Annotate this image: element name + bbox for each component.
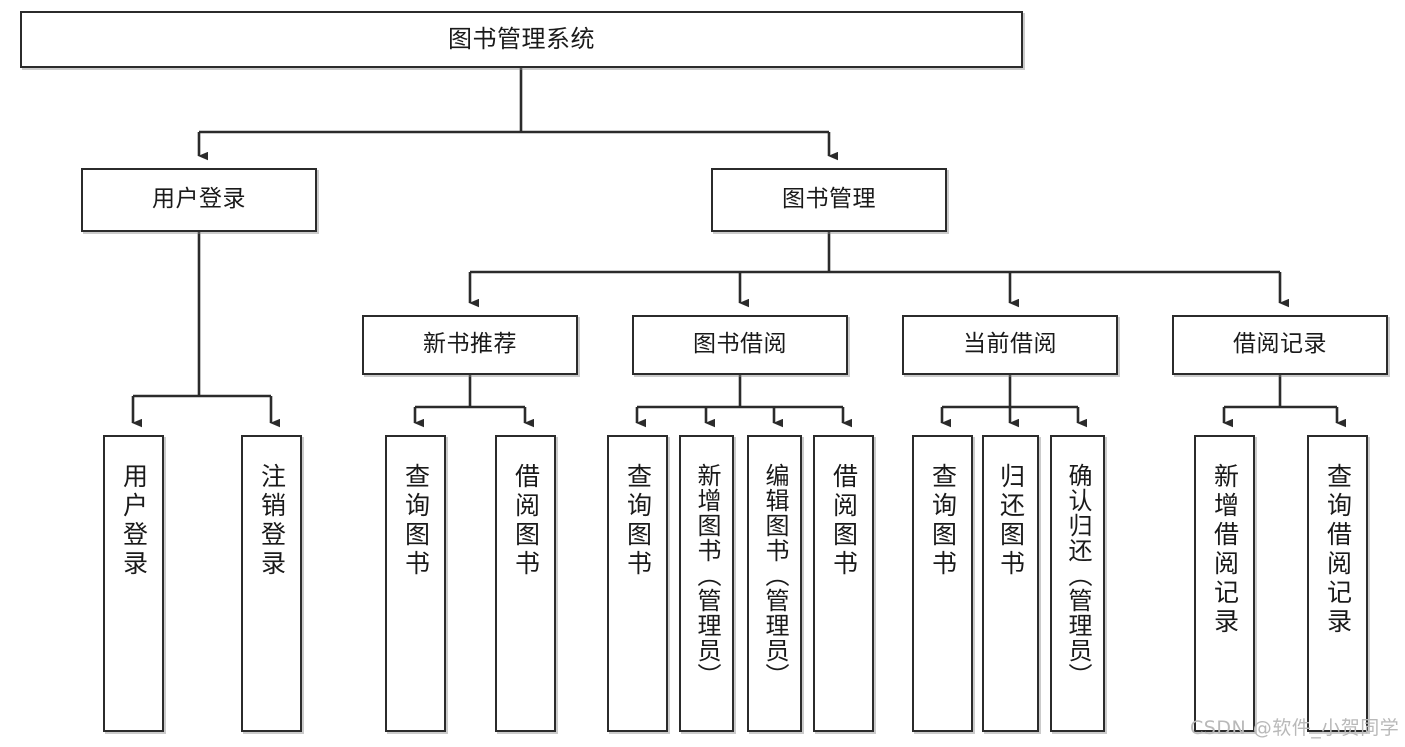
node-label: 查询图书 [623,463,653,579]
node-label: 图书管理系统 [448,25,595,54]
leaf-add-borrowing-record[interactable]: 新增借阅记录 [1194,435,1255,732]
node-label: 查询借阅记录 [1323,463,1353,637]
leaf-borrow-book-from-recommendation[interactable]: 借阅图书 [495,435,556,732]
node-label: 当前借阅 [963,331,1057,358]
node-label: 借阅记录 [1233,331,1327,358]
csdn-watermark: CSDN @软件_小贺同学 [1190,717,1400,739]
node-new-book-recommendation[interactable]: 新书推荐 [362,315,578,375]
node-label: 查询图书 [928,463,958,579]
node-label: 新书推荐 [423,331,517,358]
node-user-login[interactable]: 用户登录 [81,168,317,232]
node-label: 用户登录 [119,463,149,579]
leaf-edit-book-admin[interactable]: 编辑图书（管理员） [747,435,802,732]
leaf-logout[interactable]: 注销登录 [241,435,302,732]
node-label: 注销登录 [257,463,287,579]
leaf-user-login[interactable]: 用户登录 [103,435,164,732]
node-label: 新增图书（管理员） [692,463,721,688]
leaf-query-book-from-borrowing[interactable]: 查询图书 [607,435,668,732]
node-label: 查询图书 [401,463,431,579]
leaf-borrow-book-from-borrowing[interactable]: 借阅图书 [813,435,874,732]
node-label: 借阅图书 [511,463,541,579]
node-borrowing-record[interactable]: 借阅记录 [1172,315,1388,375]
leaf-return-book[interactable]: 归还图书 [982,435,1039,732]
node-label: 编辑图书（管理员） [760,463,789,688]
node-label: 归还图书 [996,463,1026,579]
node-label: 新增借阅记录 [1210,463,1240,637]
node-label: 借阅图书 [829,463,859,579]
node-label: 用户登录 [152,186,246,213]
node-label: 图书管理 [782,186,876,213]
leaf-query-book-from-recommendation[interactable]: 查询图书 [385,435,446,732]
node-label: 图书借阅 [693,331,787,358]
leaf-query-borrowing-record[interactable]: 查询借阅记录 [1307,435,1368,732]
node-root-book-management-system[interactable]: 图书管理系统 [20,11,1023,68]
leaf-add-book-admin[interactable]: 新增图书（管理员） [679,435,734,732]
node-book-management[interactable]: 图书管理 [711,168,947,232]
leaf-query-book-from-current[interactable]: 查询图书 [912,435,973,732]
node-label: 确认归还（管理员） [1063,463,1092,688]
node-book-borrowing[interactable]: 图书借阅 [632,315,848,375]
leaf-confirm-return-admin[interactable]: 确认归还（管理员） [1050,435,1105,732]
node-current-borrowing[interactable]: 当前借阅 [902,315,1118,375]
